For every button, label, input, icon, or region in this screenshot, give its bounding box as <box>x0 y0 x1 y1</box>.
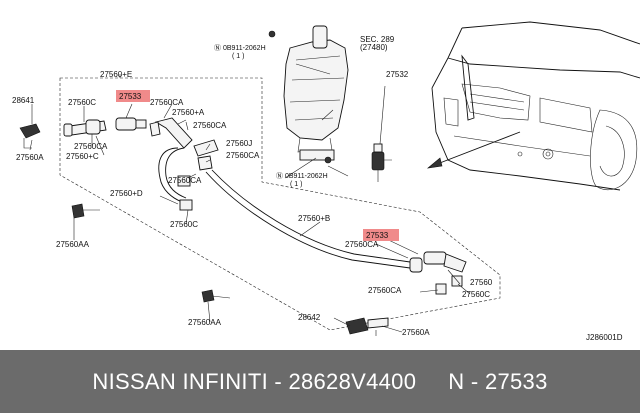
part-footer-bar: NISSAN INFINITI - 28628V4400 N - 27533 <box>0 350 640 413</box>
clip-left <box>71 203 85 219</box>
label-27533-lower: 27533 <box>366 231 389 240</box>
label-28641: 28641 <box>12 96 35 105</box>
label-27560aa: 27560AA <box>188 318 222 327</box>
diagram-ref-code: J286001D <box>586 333 623 342</box>
washer-pump <box>371 143 392 182</box>
label-27560aa: 27560AA <box>56 240 90 249</box>
vehicle-front-sketch <box>431 21 640 191</box>
label-27560-b: 27560+B <box>298 214 330 223</box>
label-28642: 28642 <box>298 313 321 322</box>
label-27560ca: 27560CA <box>74 142 108 151</box>
nozzle-bottom <box>345 317 389 336</box>
label-27560j: 27560J <box>226 139 252 148</box>
label-bolt-bottom: Ⓝ 0B911-2062H <box>276 172 328 180</box>
hose-upper <box>63 117 219 171</box>
label-27560c: 27560C <box>462 290 490 299</box>
label-27533-upper: 27533 <box>119 92 142 101</box>
label-27532: 27532 <box>386 70 409 79</box>
label-27560ca: 27560CA <box>168 176 202 185</box>
label-27560c: 27560C <box>170 220 198 229</box>
hose-left <box>158 147 183 203</box>
highlight-27533-lower <box>363 229 399 241</box>
label-27560-e: 27560+E <box>100 70 132 79</box>
nozzle-left <box>19 123 41 149</box>
hose-main <box>205 171 411 269</box>
part-number-caption: NISSAN INFINITI - 28628V4400 N - 27533 <box>92 368 548 394</box>
assembly-outline <box>59 77 501 331</box>
bolt-bottom-icon <box>324 156 332 164</box>
washer-tank <box>283 25 349 161</box>
location-arrow <box>431 131 521 167</box>
label-27560-c-plus: 27560+C <box>66 152 99 161</box>
label-27560ca: 27560CA <box>226 151 260 160</box>
label-27560ca: 27560CA <box>345 240 379 249</box>
label-sec-ref: (27480) <box>360 43 388 52</box>
label-27560-d: 27560+D <box>110 189 143 198</box>
label-27560a: 27560A <box>402 328 430 337</box>
label-bolt-top: Ⓝ 0B911-2062H <box>214 44 266 52</box>
label-sec: SEC. 289 <box>360 35 395 44</box>
parts-diagram: 27560+E 28641 27560C 27533 27560CA 27560… <box>12 21 640 342</box>
label-27560ca: 27560CA <box>368 286 402 295</box>
label-bolt-bottom-qty: ( 1 ) <box>290 181 302 188</box>
label-27560c: 27560C <box>68 98 96 107</box>
label-27560ca: 27560CA <box>193 121 227 130</box>
label-27560-a-plus: 27560+A <box>172 108 205 117</box>
label-27560ca: 27560CA <box>150 98 184 107</box>
label-27560: 27560 <box>470 278 493 287</box>
label-bolt-top-qty: ( 1 ) <box>232 53 244 60</box>
clip-bottom <box>201 289 215 303</box>
bolt-top-icon <box>268 30 276 38</box>
label-27560a: 27560A <box>16 153 44 162</box>
nozzle-right-cluster <box>409 251 467 295</box>
highlight-27533-upper <box>116 90 150 102</box>
